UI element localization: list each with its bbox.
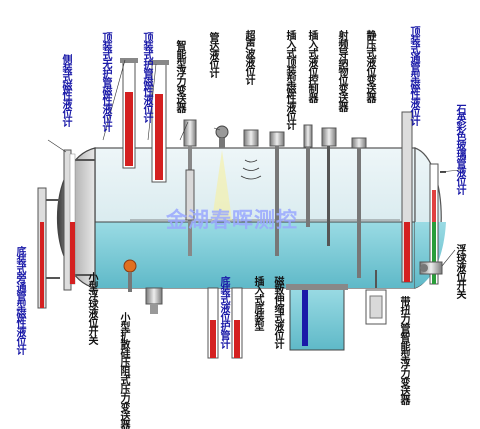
label-side-magnetic: 侧装式磁性液位计 bbox=[60, 54, 71, 126]
label-torque-tube: 带扭力管智能型浮力变送器 bbox=[398, 296, 409, 404]
top-instruments bbox=[120, 58, 413, 283]
float-switch-right bbox=[419, 261, 443, 275]
label-bottom-protect-tube: 底装式液位护管计 bbox=[218, 276, 229, 348]
label-insert-bottom: 插入式底装型 bbox=[252, 276, 263, 330]
label-quartz-glass: 石英彩色玻璃管液位计 bbox=[454, 104, 465, 194]
label-ultrasonic: 超声波液位计 bbox=[243, 30, 254, 84]
label-top-through-tube: 顶装式通管型磁性液位计 bbox=[408, 26, 419, 125]
label-tube-level: 管达液位计 bbox=[207, 32, 218, 77]
label-smart-float: 智能型浮力变送器 bbox=[174, 40, 185, 112]
label-insert-top: 插入式顶装型磁性液位计 bbox=[284, 30, 295, 129]
label-insert-control: 插入式液位控制器 bbox=[306, 30, 317, 102]
label-magnetostrictive: 磁致伸缩式液位计 bbox=[272, 276, 283, 348]
label-small-diffused-si: 小型扩散硅压阻式压力变送器 bbox=[118, 312, 129, 429]
label-bottom-side-tube: 底装式旁通管型磁性液位计 bbox=[14, 246, 25, 354]
label-static-pressure: 静压式液位变送器 bbox=[364, 30, 375, 102]
bottom-side-gauge bbox=[37, 187, 60, 309]
label-top-no-tube: 顶装式无护管磁性液位计 bbox=[100, 32, 111, 131]
label-small-float-switch: 小型浮球液位开关 bbox=[86, 272, 97, 344]
level-instruments-diagram bbox=[37, 58, 461, 359]
bottom-instruments bbox=[123, 259, 387, 359]
side-magnetic-gauge bbox=[63, 149, 95, 291]
label-float-switch-right: 浮球液位开关 bbox=[454, 244, 465, 298]
watermark: 金湖春晖测控 bbox=[166, 207, 298, 232]
leader-lines bbox=[47, 59, 461, 267]
label-top-tube: 顶装式护管磁性液位计 bbox=[141, 32, 152, 122]
label-rf-admittance: 射频导纳物位变送器 bbox=[336, 30, 347, 111]
